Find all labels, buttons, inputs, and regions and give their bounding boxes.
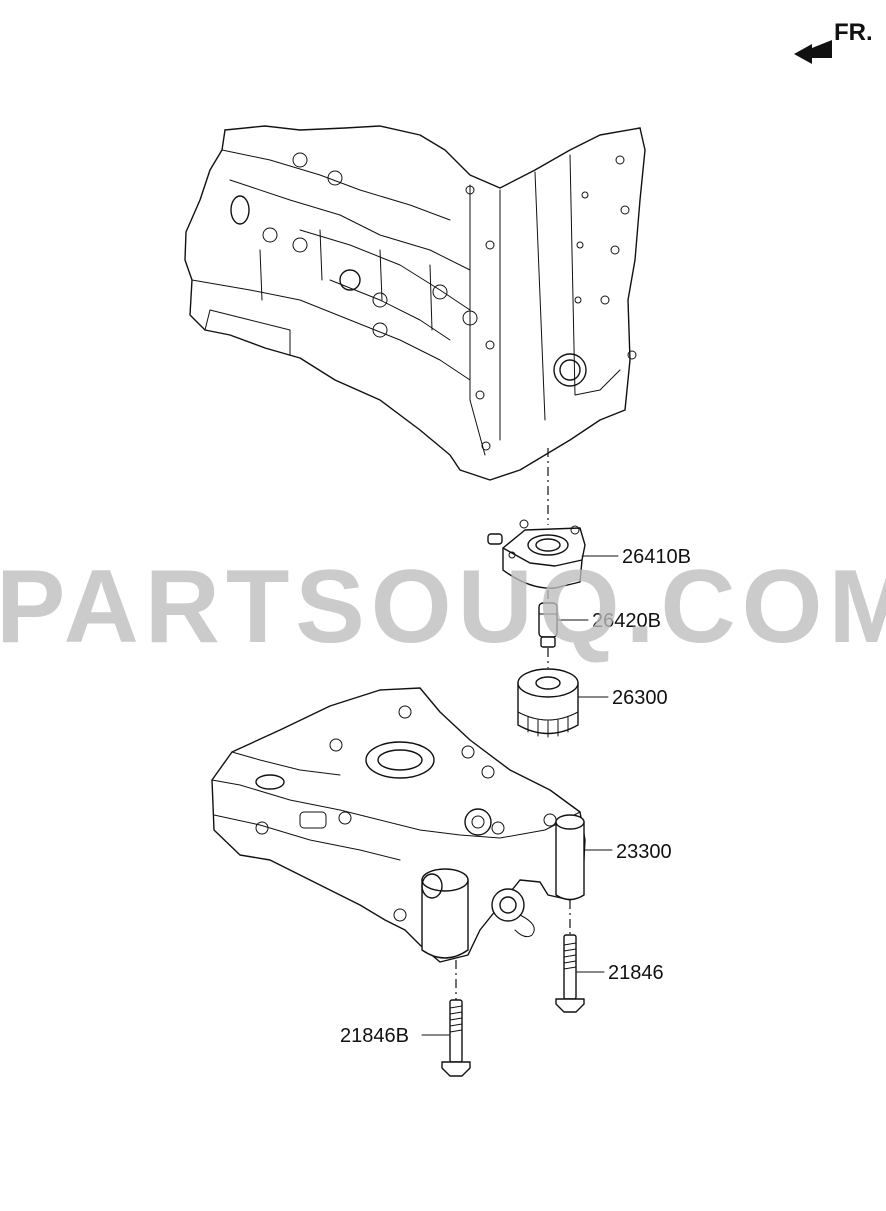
engine-block [184,125,646,481]
oil-filter [517,668,579,738]
part-label-26300: 26300 [612,687,668,709]
oil-cooler [487,519,586,589]
part-label-21846: 21846 [608,962,664,984]
part-label-21846B: 21846B [340,1025,409,1047]
front-label: FR. [834,19,873,46]
oil-pump-assembly [211,687,586,963]
watermark: PARTSOUQ.COM [0,549,886,665]
part-label-26420B: 26420B [592,610,661,632]
part-label-26410B: 26410B [622,546,691,568]
bolt-21846 [555,934,585,1013]
front-direction-arrow-icon [794,40,832,64]
cooler-connector [538,602,558,648]
bolt-21846B [441,999,471,1077]
front-direction-indicator: FR. [794,19,873,64]
part-label-23300: 23300 [616,841,672,863]
